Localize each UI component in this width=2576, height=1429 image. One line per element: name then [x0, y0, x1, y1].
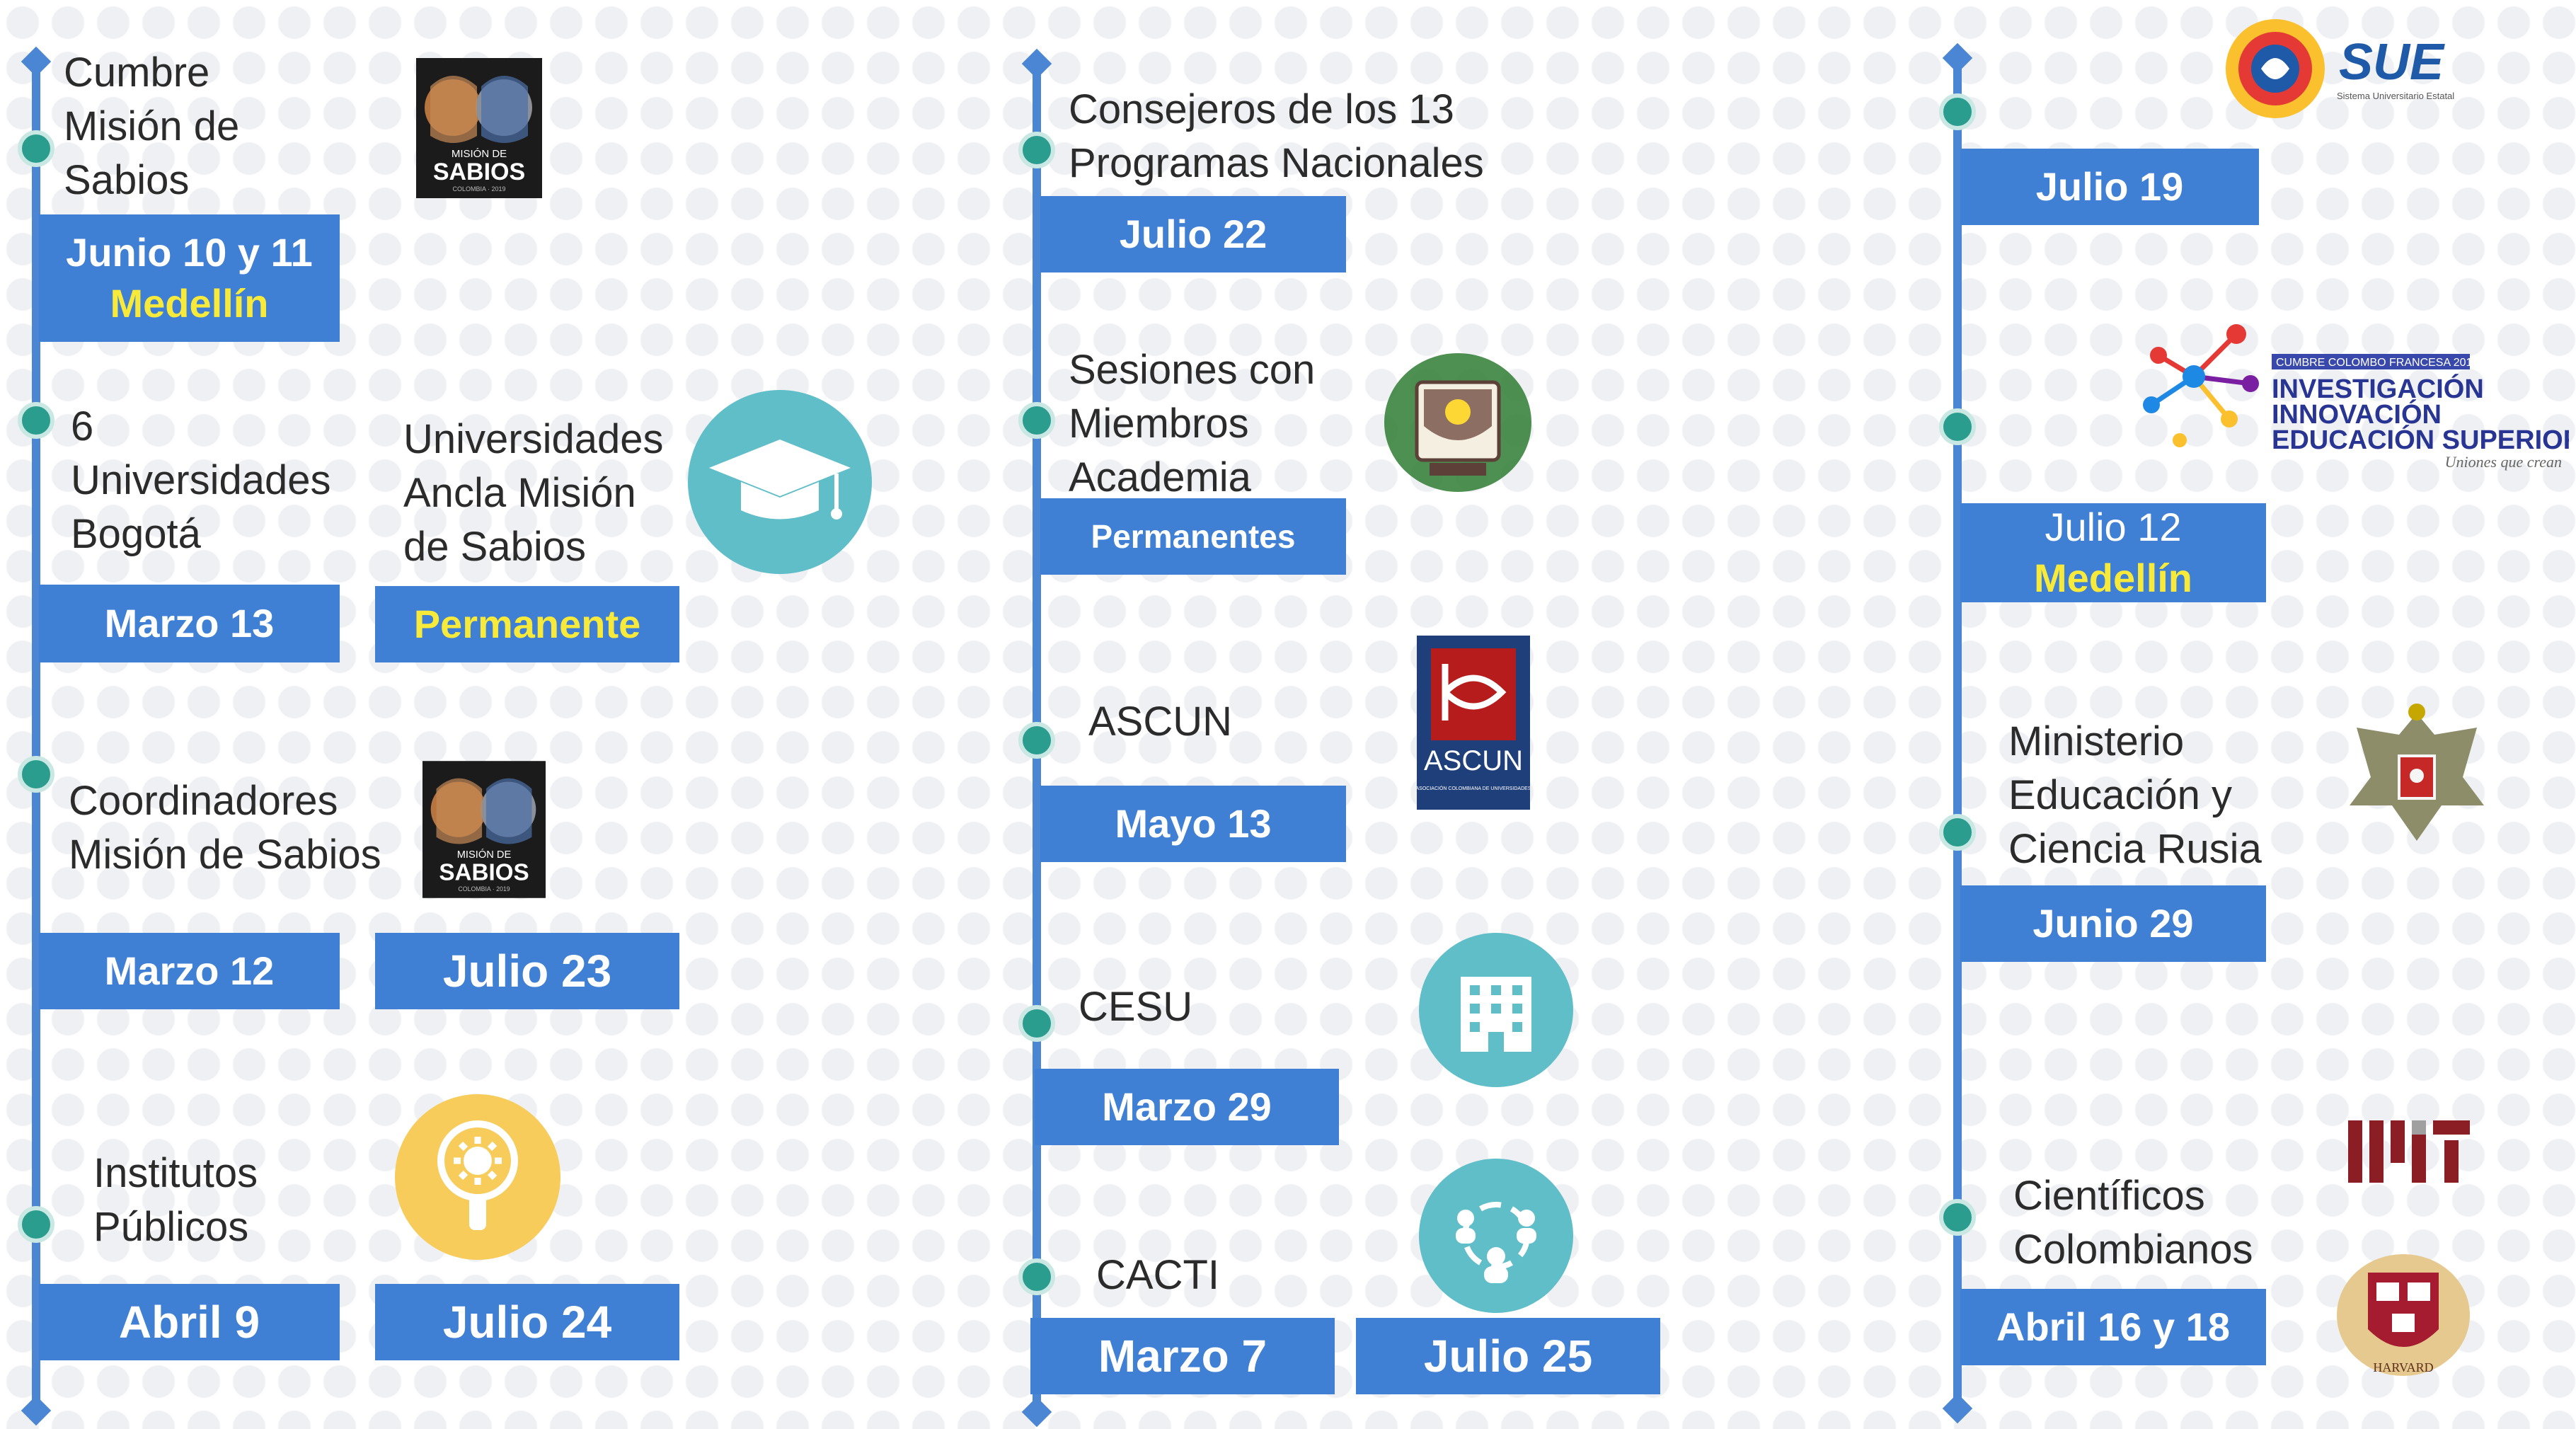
event-label-coordinadores: Coordinadores Misión de Sabios — [69, 778, 381, 878]
timeline-end-marker-1 — [21, 1395, 52, 1426]
graduation-cap-icon — [688, 390, 872, 574]
date-box-marzo-12: Marzo 12 — [39, 933, 340, 1009]
event-label-sesiones: Sesiones con Miembros Academia — [1069, 347, 1316, 500]
place-text: Medellín — [110, 281, 269, 326]
timeline-node — [1018, 1258, 1055, 1295]
timeline-node — [1939, 408, 1976, 445]
svg-text:SUE: SUE — [2339, 34, 2445, 91]
timeline-line-3 — [1953, 57, 1962, 1416]
timeline-node — [18, 130, 54, 167]
timeline-node — [18, 402, 54, 439]
event-label-6-universidades: 6 Universidades Bogotá — [71, 403, 331, 557]
mit-logo — [2348, 1120, 2470, 1183]
svg-text:MISIÓN DE: MISIÓN DE — [452, 148, 507, 160]
date-box-marzo-29: Marzo 29 — [1035, 1069, 1339, 1145]
timeline-node — [1939, 1199, 1976, 1236]
event-label-universidades-ancla: Universidades Ancla Misión de Sabios — [403, 416, 664, 570]
date-box-cumbre: Junio 10 y 11 Medellín — [39, 214, 340, 342]
timeline-end-marker-3 — [1942, 1393, 1973, 1424]
svg-text:EDUCACIÓN SUPERIOR: EDUCACIÓN SUPERIOR — [2272, 424, 2569, 455]
date-box-julio-23: Julio 23 — [375, 933, 679, 1009]
svg-text:COLOMBIA · 2019: COLOMBIA · 2019 — [458, 885, 510, 893]
timeline-node — [1939, 814, 1976, 851]
timeline-node — [1018, 1005, 1055, 1042]
cumbre-colombo-francesa-logo: CUMBRE COLOMBO FRANCESA 2019 INVESTIGACI… — [2116, 306, 2576, 476]
timeline-node — [1018, 402, 1055, 439]
harvard-shield-logo: HARVARD — [2334, 1251, 2473, 1379]
timeline-node — [1018, 722, 1055, 759]
date-box-abril-16-y-18: Abril 16 y 18 — [1960, 1289, 2266, 1365]
event-label-cesu: CESU — [1079, 984, 1193, 1030]
date-box-julio-22: Julio 22 — [1040, 196, 1346, 272]
timeline-node — [1018, 132, 1055, 168]
date-box-julio-19: Julio 19 — [1960, 149, 2259, 225]
date-box-marzo-13: Marzo 13 — [39, 585, 340, 662]
academia-crest-logo — [1380, 348, 1536, 497]
timeline-node — [1939, 93, 1976, 130]
event-label-ascun: ASCUN — [1088, 699, 1233, 745]
svg-text:HARVARD: HARVARD — [2373, 1360, 2433, 1375]
date-box-julio-25: Julio 25 — [1356, 1318, 1660, 1394]
svg-text:INNOVACIÓN: INNOVACIÓN — [2272, 398, 2442, 430]
event-label-consejeros: Consejeros de los 13 Programas Nacionale… — [1069, 86, 1484, 186]
date-text: Julio 12 — [2045, 505, 2182, 549]
svg-text:SABIOS: SABIOS — [433, 159, 525, 185]
timeline-start-marker-2 — [1021, 48, 1052, 79]
date-box-mayo-13: Mayo 13 — [1040, 786, 1346, 862]
timeline-start-marker-1 — [21, 46, 52, 77]
timeline-end-marker-2 — [1021, 1396, 1052, 1428]
date-box-junio-29: Junio 29 — [1960, 885, 2266, 962]
svg-text:INVESTIGACIÓN: INVESTIGACIÓN — [2272, 373, 2484, 404]
russia-eagle-emblem — [2335, 699, 2498, 855]
date-box-julio-12: Julio 12 Medellín — [1960, 503, 2266, 602]
team-network-icon — [1419, 1159, 1573, 1313]
svg-text:Sistema Universitario Estatal: Sistema Universitario Estatal — [2337, 91, 2454, 101]
svg-text:Uniones que crean: Uniones que crean — [2445, 453, 2562, 471]
mision-de-sabios-logo: MISIÓN DE SABIOS COLOMBIA · 2019 — [422, 760, 546, 899]
place-text: Medellín — [2033, 556, 2193, 600]
event-label-ministerio: Ministerio Educación y Ciencia Rusia — [2008, 718, 2262, 872]
mision-de-sabios-logo: MISIÓN DE SABIOS COLOMBIA · 2019 — [416, 58, 542, 198]
date-box-permanente: Permanente — [375, 586, 679, 662]
timeline-start-marker-3 — [1942, 42, 1973, 74]
svg-text:MISIÓN DE: MISIÓN DE — [457, 849, 512, 861]
timeline-line-1 — [32, 60, 40, 1416]
building-icon — [1419, 933, 1573, 1087]
date-box-marzo-7: Marzo 7 — [1030, 1318, 1335, 1394]
date-box-julio-24: Julio 24 — [375, 1284, 679, 1360]
event-label-cientificos: Científicos Colombianos — [2013, 1173, 2253, 1273]
svg-text:SABIOS: SABIOS — [439, 859, 529, 885]
ascun-logo: ASCUN ASOCIACIÓN COLOMBIANA DE UNIVERSID… — [1416, 636, 1531, 810]
svg-text:COLOMBIA · 2019: COLOMBIA · 2019 — [452, 185, 505, 193]
timeline-node — [18, 1206, 54, 1243]
gear-bulb-icon — [395, 1094, 560, 1260]
sue-logo: SUE Sistema Universitario Estatal — [2222, 8, 2470, 129]
event-label-institutos: Institutos Públicos — [93, 1150, 258, 1250]
event-label-cacti: CACTI — [1096, 1252, 1219, 1298]
date-text: Junio 10 y 11 — [66, 230, 313, 275]
svg-text:ASCUN: ASCUN — [1424, 745, 1523, 776]
timeline-node — [18, 756, 54, 793]
svg-text:ASOCIACIÓN COLOMBIANA DE UNIVE: ASOCIACIÓN COLOMBIANA DE UNIVERSIDADES — [1417, 785, 1530, 791]
date-box-permanentes: Permanentes — [1040, 498, 1346, 575]
svg-text:CUMBRE COLOMBO FRANCESA 2019: CUMBRE COLOMBO FRANCESA 2019 — [2276, 357, 2478, 369]
date-box-abril-9: Abril 9 — [39, 1284, 340, 1360]
event-label-cumbre: Cumbre Misión de Sabios — [64, 50, 240, 203]
